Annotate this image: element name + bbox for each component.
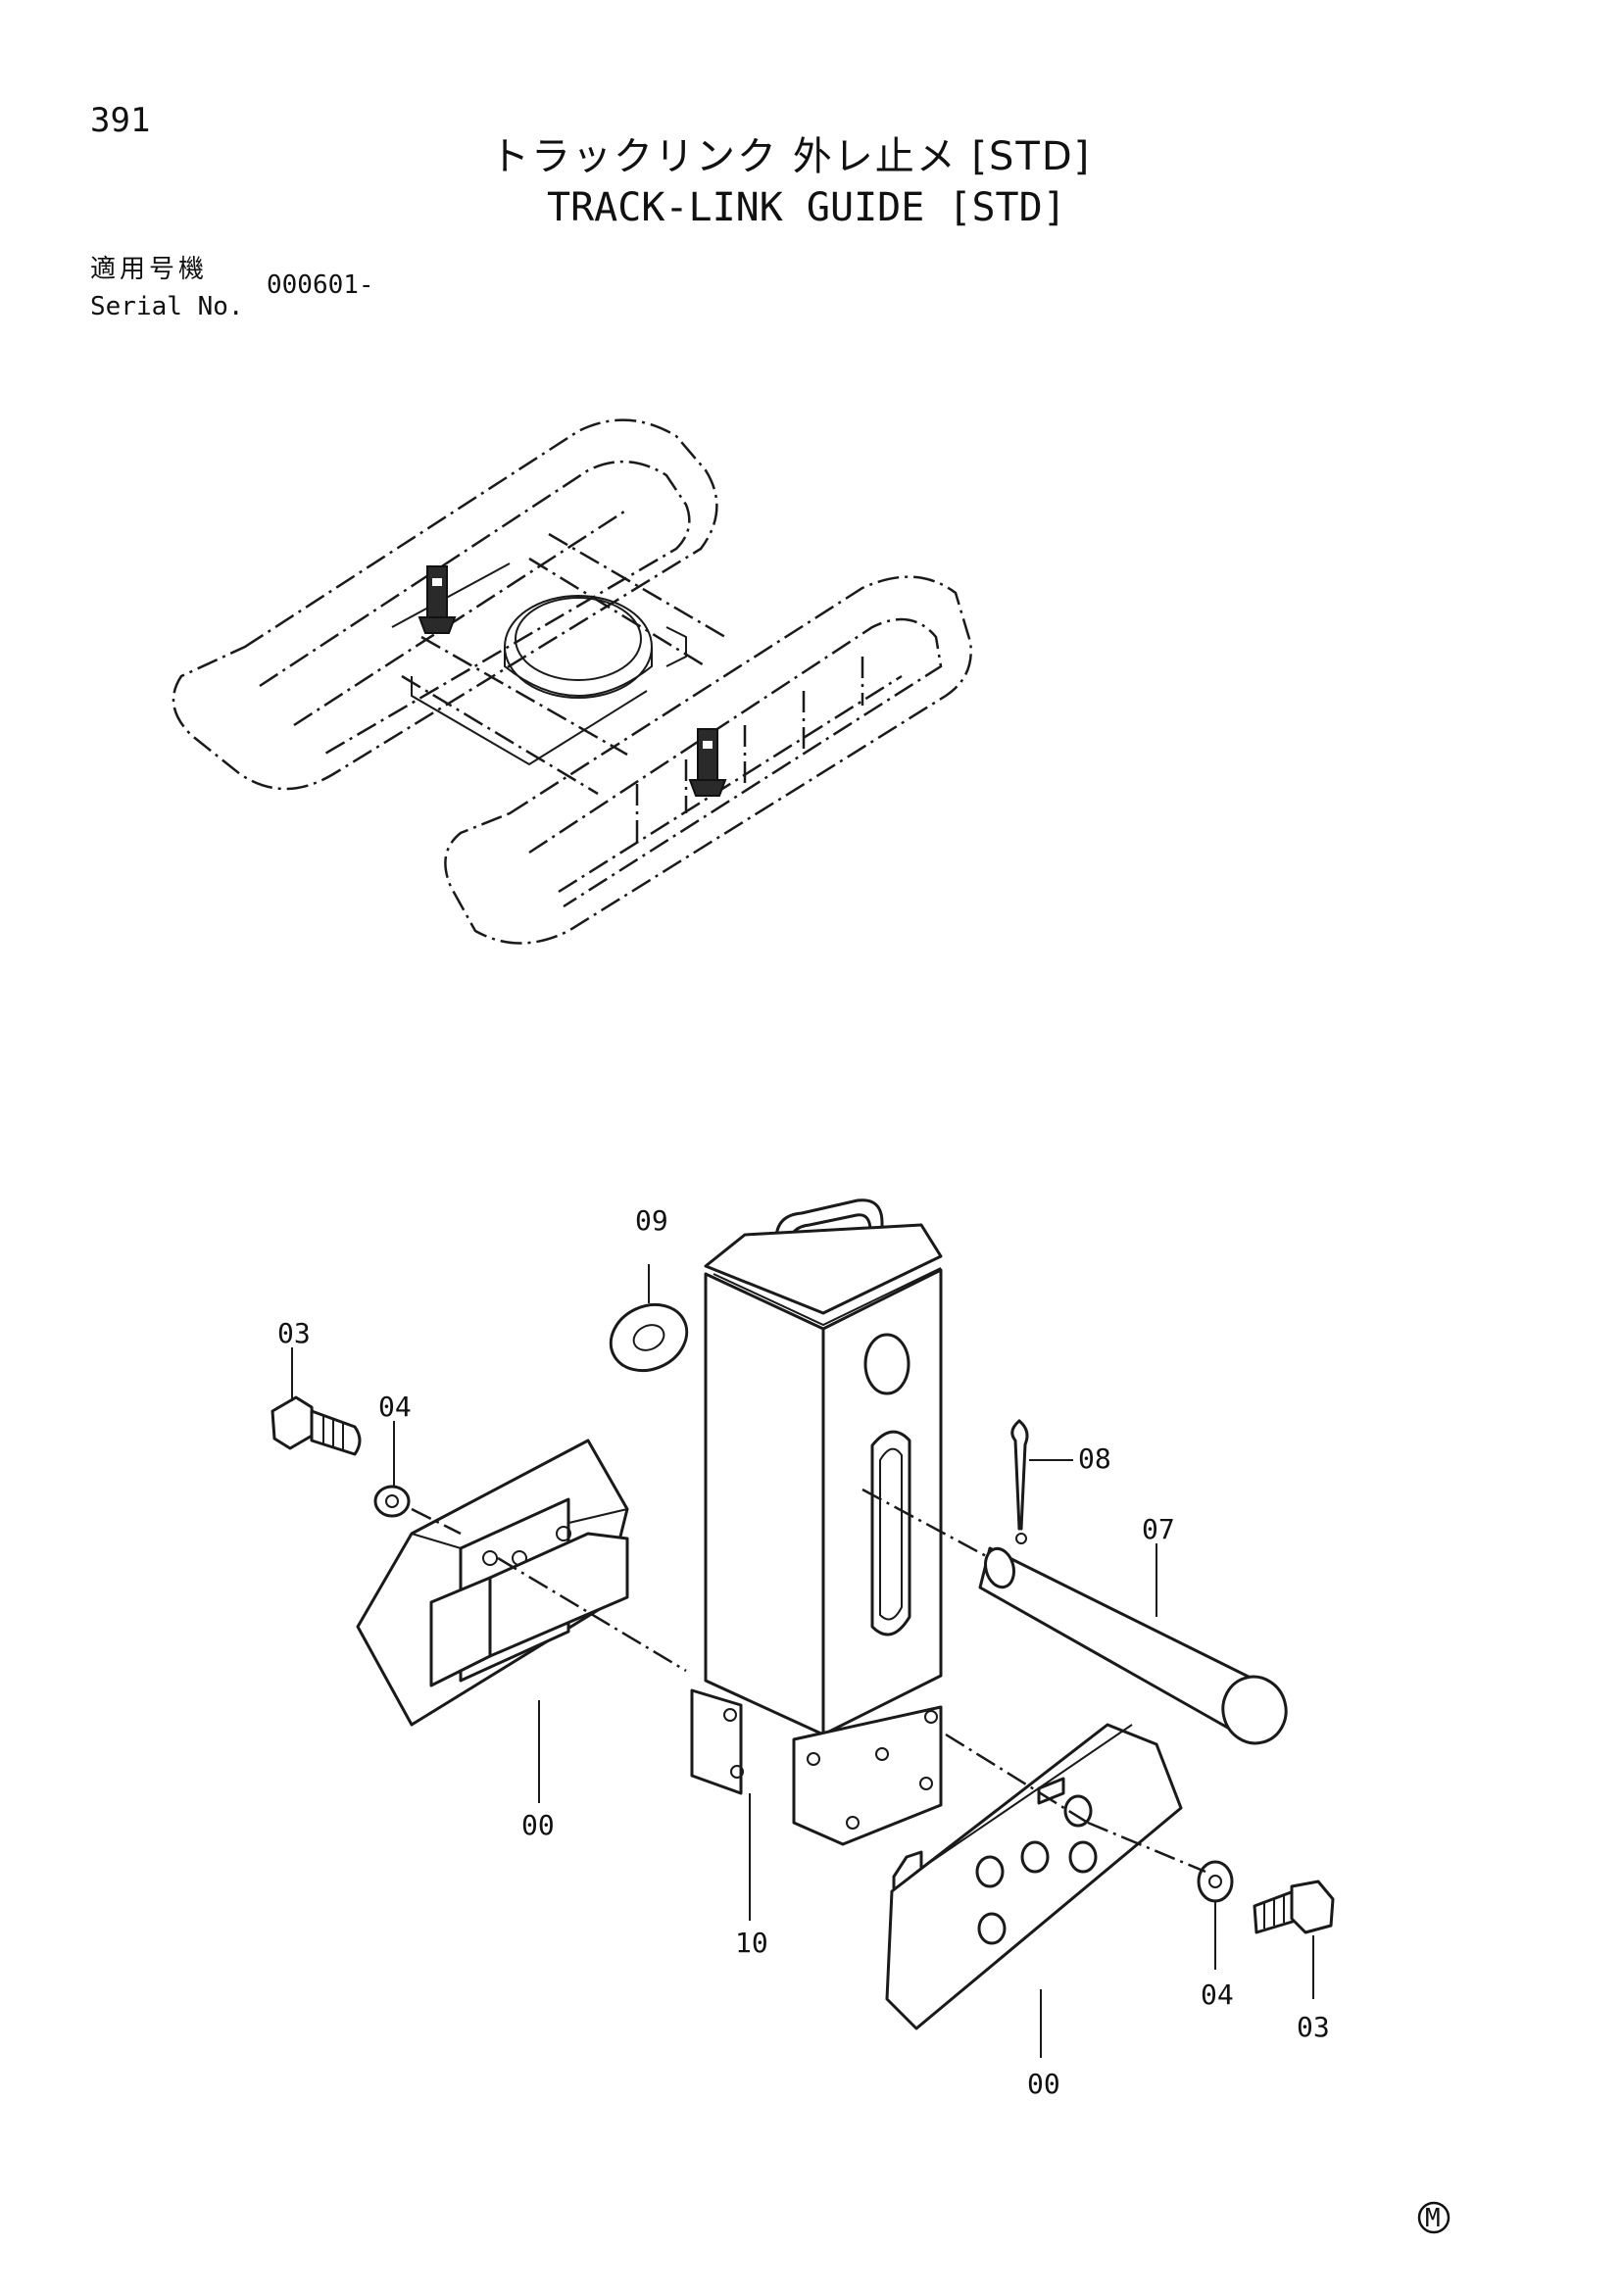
callout-10: 10 [735,1927,768,1959]
split-pin-part-08 [1010,1419,1029,1531]
bolt-part-03-left [270,1395,362,1456]
page-title-japanese: トラックリンク 外レ止メ [STD] [490,134,1092,179]
guide-plate-part-00-right [885,1723,1183,2030]
callout-04-right: 04 [1201,1978,1234,2011]
callout-04-left: 04 [378,1391,412,1423]
callout-00-right: 00 [1027,2068,1060,2100]
serial-label-english: Serial No. [90,292,244,321]
washer-part-04-left [373,1485,411,1518]
callout-08: 08 [1078,1442,1111,1475]
bolt-part-03-right [1253,1880,1335,1934]
page-title-english: TRACK-LINK GUIDE [STD] [547,185,1066,230]
callout-07: 07 [1142,1513,1175,1545]
serial-label-japanese: 適用号機 [90,255,209,284]
serial-number-value: 000601- [267,270,374,300]
callout-00-left: 00 [521,1809,555,1841]
m-mark-letter: M [1425,2204,1441,2233]
washer-part-04-right [1197,1860,1234,1903]
guide-post-part-10 [690,1198,943,1846]
page-number: 391 [90,101,151,140]
callout-03-left: 03 [277,1317,311,1349]
track-link-guide-mark-back [418,565,457,634]
m-mark-logo: M [1417,2201,1451,2234]
track-link-guide-mark-front [688,728,727,797]
callout-09: 09 [635,1204,668,1237]
undercarriage-overview [172,418,972,945]
guide-plate-part-00-left [356,1439,629,1727]
callout-03-right: 03 [1297,2011,1330,2043]
pin-part-07 [978,1533,1288,1745]
washer-part-09 [609,1302,689,1373]
